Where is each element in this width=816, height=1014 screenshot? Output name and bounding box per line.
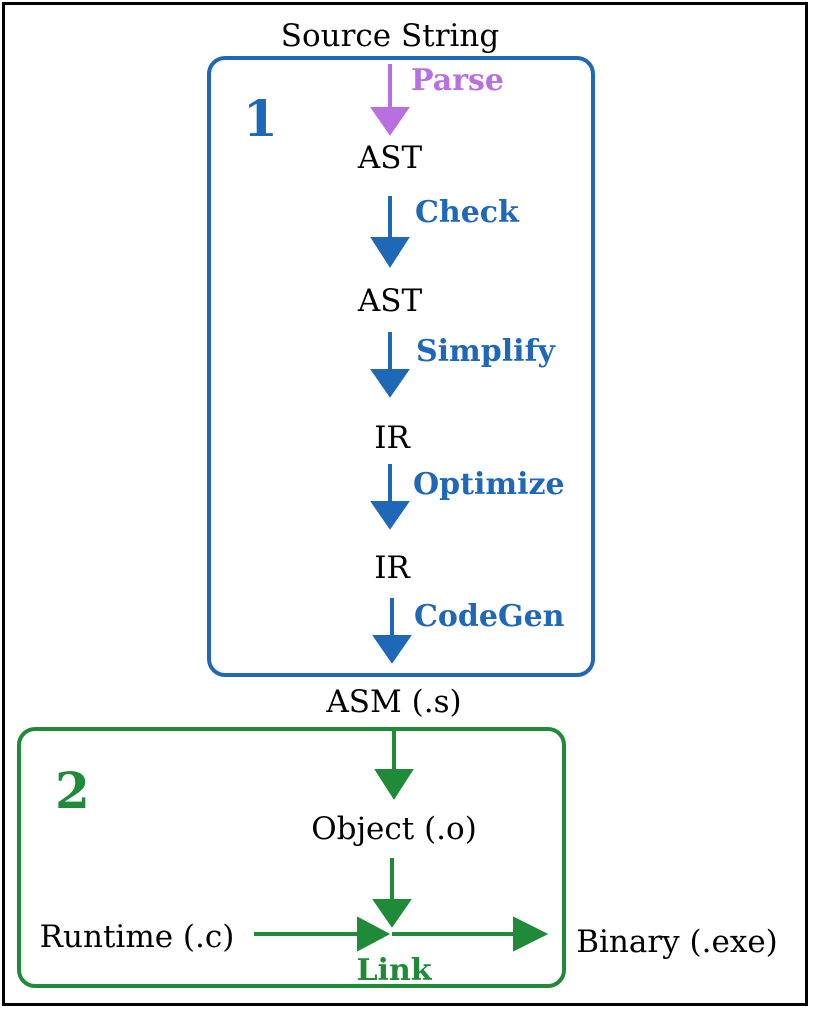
- step-parse: Parse: [411, 63, 504, 98]
- node-ir-1: IR: [374, 420, 411, 456]
- arrow-object-to-link: [372, 858, 412, 928]
- node-ir-2: IR: [374, 550, 411, 586]
- arrow-runtime-to-link: [254, 916, 391, 952]
- step-link: Link: [356, 953, 432, 988]
- node-object: Object (.o): [311, 811, 477, 847]
- arrow-link-to-binary: [392, 916, 549, 952]
- node-ast-1: AST: [357, 140, 423, 176]
- step-simplify: Simplify: [416, 334, 556, 369]
- node-binary: Binary (.exe): [576, 924, 778, 960]
- step-optimize: Optimize: [413, 467, 565, 502]
- arrow-parse: [370, 64, 410, 136]
- arrow-asm-to-object: [374, 730, 414, 800]
- stage2-box: [17, 727, 566, 988]
- arrow-codegen: [372, 598, 412, 664]
- step-check: Check: [415, 195, 520, 230]
- arrow-check: [370, 196, 410, 268]
- arrow-optimize: [370, 464, 410, 530]
- node-asm: ASM (.s): [325, 684, 461, 720]
- outer-frame: [2, 2, 808, 1006]
- stage1-number: 1: [243, 89, 278, 148]
- node-source-string: Source String: [281, 18, 499, 54]
- arrow-simplify: [370, 332, 410, 398]
- stage2-number: 2: [55, 761, 90, 820]
- stage1-box: [207, 56, 595, 677]
- node-ast-2: AST: [357, 283, 423, 319]
- node-runtime: Runtime (.c): [40, 919, 235, 955]
- step-codegen: CodeGen: [414, 599, 565, 634]
